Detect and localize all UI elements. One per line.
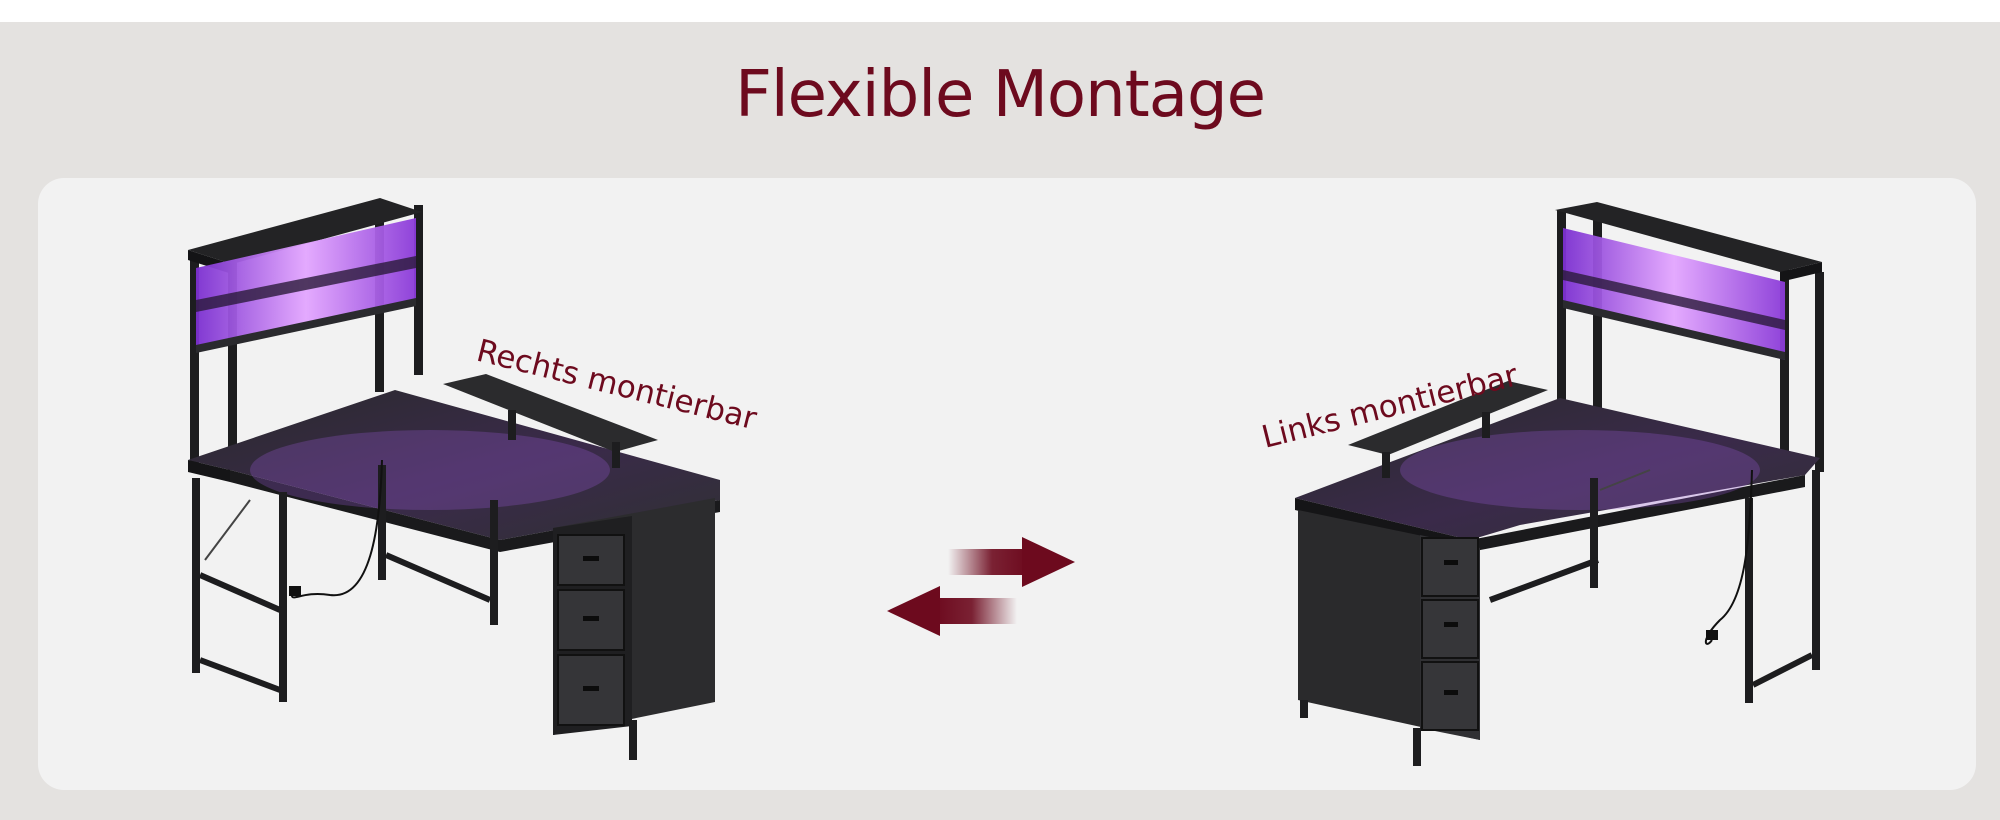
desk-left-mount-image <box>1295 202 1824 766</box>
desk-right-mount-image <box>188 198 720 760</box>
page-title: Flexible Montage <box>735 58 1266 132</box>
swap-arrows-icon <box>887 537 1075 636</box>
right-mount-label: Rechts montierbar <box>473 333 760 437</box>
